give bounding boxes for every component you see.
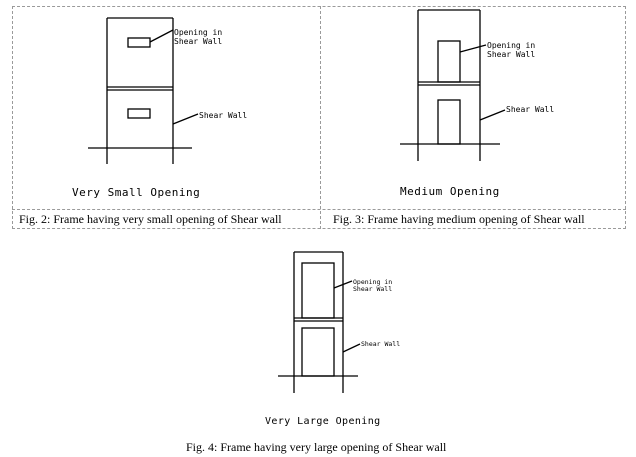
figure-caption-fig2: Fig. 2: Frame having very small opening … — [19, 212, 282, 226]
opening-lower — [437, 99, 461, 145]
opening-upper — [127, 37, 151, 48]
frame-drawing-very-large-opening: Opening in Shear Wall Shear Wall Very La… — [265, 251, 400, 427]
figure-table — [12, 6, 626, 229]
opening-label-line1: Opening in — [353, 278, 392, 286]
frame-drawing-medium-opening: Opening in Shear Wall Shear Wall Medium … — [400, 9, 554, 198]
opening-leader-line — [149, 29, 174, 43]
table-caption-divider — [12, 209, 626, 210]
opening-upper — [437, 40, 461, 83]
opening-leader-line — [333, 280, 353, 289]
drawing-title: Medium Opening — [400, 185, 500, 198]
frame-drawing-very-small-opening: Opening in Shear Wall Shear Wall Very Sm… — [72, 17, 247, 199]
opening-label-line1: Opening in — [174, 28, 222, 37]
wall-leader-line — [342, 343, 361, 353]
wall-leader-line — [479, 109, 506, 121]
drawing-title: Very Large Opening — [265, 416, 381, 427]
opening-label-line2: Shear Wall — [174, 37, 222, 46]
opening-label-line2: Shear Wall — [487, 50, 535, 59]
opening-label-line2: Shear Wall — [353, 285, 392, 293]
wall-label: Shear Wall — [506, 105, 554, 114]
opening-lower — [301, 327, 335, 377]
wall-label: Shear Wall — [199, 111, 247, 120]
opening-lower — [127, 108, 151, 119]
figure-caption-fig4: Fig. 4: Frame having very large opening … — [186, 440, 447, 454]
opening-leader-line — [459, 44, 487, 53]
opening-label-line1: Opening in — [487, 41, 535, 50]
opening-upper — [301, 262, 335, 319]
wall-label: Shear Wall — [361, 340, 400, 348]
wall-leader-line — [172, 113, 199, 125]
table-column-divider — [320, 6, 321, 229]
figure-caption-fig3: Fig. 3: Frame having medium opening of S… — [333, 212, 585, 226]
drawing-title: Very Small Opening — [72, 186, 200, 199]
